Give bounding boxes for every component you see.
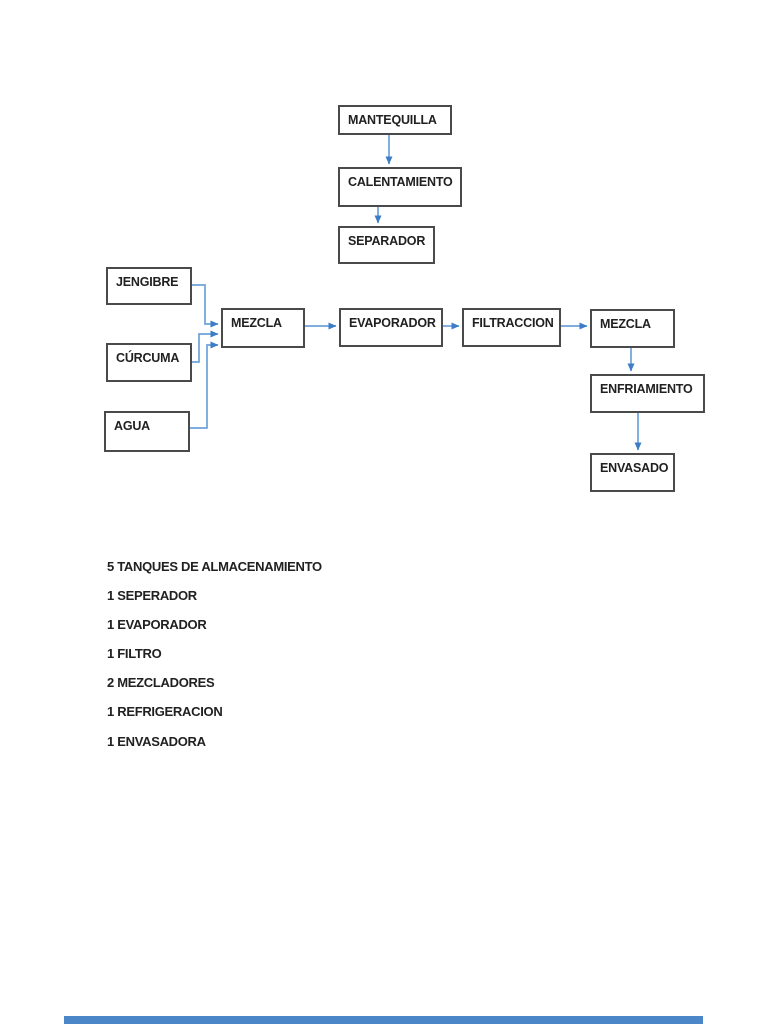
equipment-list-item: 1 EVAPORADOR — [107, 617, 207, 633]
node-label: AGUA — [114, 419, 151, 433]
node-label: EVAPORADOR — [349, 316, 436, 330]
node-label: JENGIBRE — [116, 275, 179, 289]
node-label: MANTEQUILLA — [348, 113, 437, 127]
node-label: FILTRACCION — [472, 316, 554, 330]
node-curcuma: CÚRCUMA — [106, 343, 192, 382]
page-bottom-bar — [64, 1016, 703, 1024]
node-evaporador: EVAPORADOR — [339, 308, 443, 347]
node-separador: SEPARADOR — [338, 226, 435, 264]
connector-jengibre-to-mezcla-1 — [192, 284, 219, 328]
equipment-list-item: 1 FILTRO — [107, 646, 162, 662]
node-label: MEZCLA — [600, 317, 651, 331]
equipment-list-item: 1 ENVASADORA — [107, 733, 206, 749]
connector-agua-to-mezcla-1 — [190, 341, 219, 429]
node-filtraccion: FILTRACCION — [462, 308, 561, 347]
node-mezcla-2: MEZCLA — [590, 309, 675, 348]
node-label: CALENTAMIENTO — [348, 175, 453, 189]
node-jengibre: JENGIBRE — [106, 267, 192, 305]
node-calentamiento: CALENTAMIENTO — [338, 167, 462, 207]
node-label: MEZCLA — [231, 316, 282, 330]
node-label: SEPARADOR — [348, 234, 426, 248]
equipment-list: 5 TANQUES DE ALMACENAMIENTO 1 SEPERADOR 1 … — [107, 552, 322, 756]
node-enfriamiento: ENFRIAMIENTO — [590, 374, 705, 413]
node-mantequilla: MANTEQUILLA — [338, 105, 452, 135]
equipment-list-item: 1 SEPERADOR — [107, 588, 197, 604]
equipment-list-item: 5 TANQUES DE ALMACENAMIENTO — [107, 559, 322, 574]
node-envasado: ENVASADO — [590, 453, 675, 492]
node-mezcla-1: MEZCLA — [221, 308, 305, 348]
node-label: CÚRCUMA — [116, 351, 180, 365]
node-label: ENVASADO — [600, 461, 669, 475]
node-agua: AGUA — [104, 411, 190, 452]
equipment-list-item: 1 REFRIGERACION — [107, 704, 223, 720]
connector-curcuma-to-mezcla-1 — [192, 330, 219, 363]
node-label: ENFRIAMIENTO — [600, 382, 693, 396]
equipment-list-item: 2 MEZCLADORES — [107, 675, 215, 691]
